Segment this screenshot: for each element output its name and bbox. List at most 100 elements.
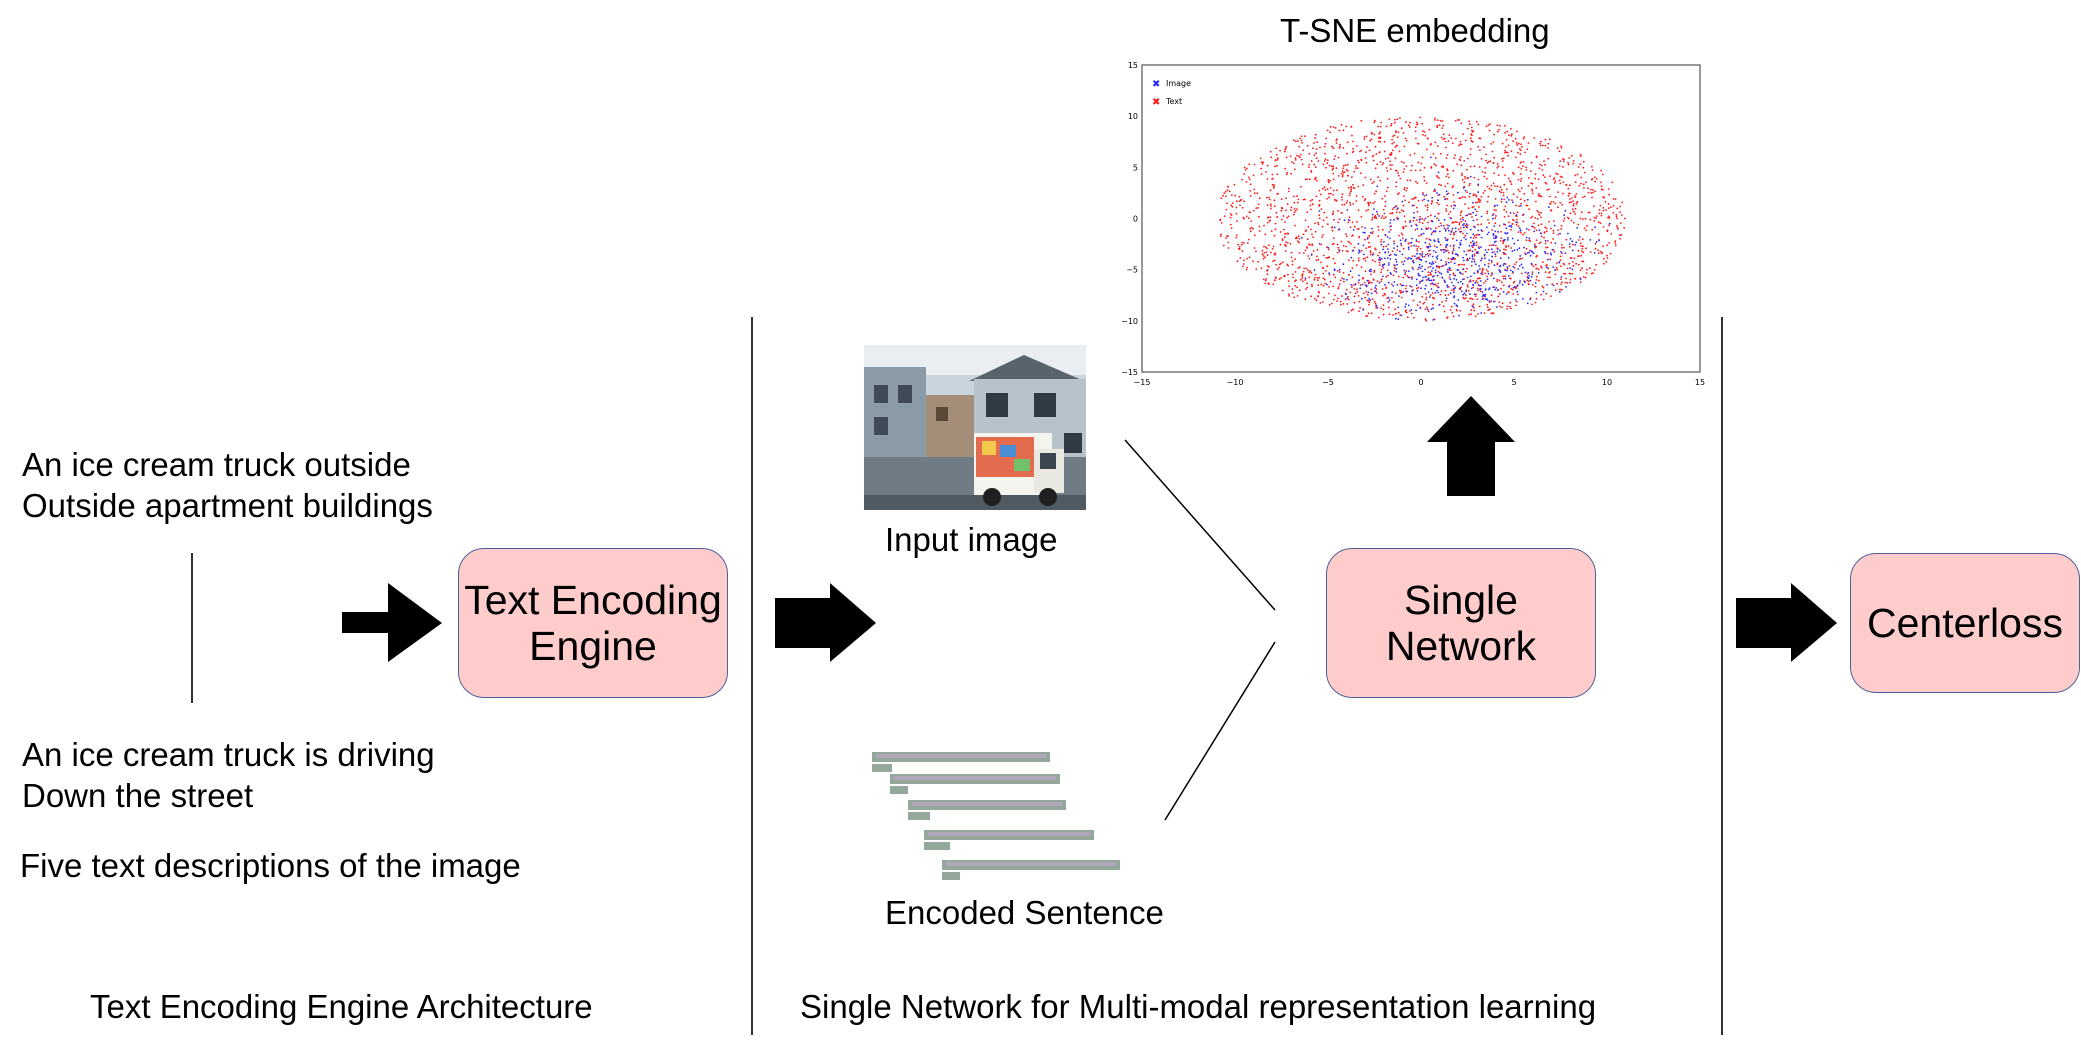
scatter-point xyxy=(1317,223,1320,226)
scatter-point xyxy=(1459,214,1462,217)
scatter-point xyxy=(1468,249,1471,252)
scatter-point xyxy=(1345,233,1347,236)
scatter-point xyxy=(1568,201,1571,204)
scatter-point xyxy=(1416,121,1418,124)
scatter-point xyxy=(1468,123,1471,126)
scatter-point xyxy=(1276,216,1279,218)
scatter-point xyxy=(1304,277,1307,280)
scatter-point xyxy=(1362,277,1365,279)
scatter-point xyxy=(1619,237,1621,240)
scatter-point xyxy=(1475,201,1477,204)
scatter-point xyxy=(1415,245,1418,247)
scatter-point xyxy=(1509,277,1511,280)
scatter-point xyxy=(1465,214,1467,217)
scatter-point xyxy=(1517,268,1520,270)
scatter-point xyxy=(1278,263,1281,266)
y-tick-label: 0 xyxy=(1133,215,1138,224)
scatter-point xyxy=(1496,262,1499,265)
scatter-point xyxy=(1317,221,1319,224)
scatter-point xyxy=(1569,198,1571,201)
scatter-point xyxy=(1368,270,1371,272)
scatter-point xyxy=(1449,309,1452,311)
scatter-point xyxy=(1456,305,1459,307)
scatter-point xyxy=(1425,279,1428,281)
scatter-point xyxy=(1477,198,1480,200)
scatter-point xyxy=(1403,186,1406,189)
scatter-point xyxy=(1549,295,1552,297)
scatter-point xyxy=(1445,245,1447,248)
scatter-point xyxy=(1376,185,1379,188)
scatter-point xyxy=(1496,289,1499,291)
scatter-point xyxy=(1506,266,1509,269)
scatter-point xyxy=(1504,232,1506,234)
scatter-point xyxy=(1470,241,1472,244)
scatter-point xyxy=(1433,297,1435,300)
scatter-point xyxy=(1413,244,1415,247)
scatter-point xyxy=(1475,244,1478,247)
scatter-point xyxy=(1480,272,1482,275)
scatter-point xyxy=(1392,274,1395,276)
scatter-point xyxy=(1318,214,1321,217)
scatter-point xyxy=(1247,238,1250,241)
scatter-point xyxy=(1432,267,1434,269)
scatter-point xyxy=(1531,303,1533,306)
scatter-point xyxy=(1500,198,1503,201)
scatter-point xyxy=(1534,263,1537,266)
scatter-point xyxy=(1432,275,1434,278)
scatter-point xyxy=(1473,260,1476,263)
text-encoding-engine-line-2: Engine xyxy=(529,623,657,669)
scatter-point xyxy=(1392,314,1394,316)
scatter-point xyxy=(1338,250,1341,252)
scatter-point xyxy=(1445,243,1448,246)
scatter-point xyxy=(1487,262,1490,265)
scatter-point xyxy=(1444,185,1447,188)
scatter-point xyxy=(1455,309,1458,311)
scatter-point xyxy=(1508,265,1511,267)
scatter-point xyxy=(1500,281,1503,284)
scatter-point xyxy=(1388,254,1391,257)
scatter-point xyxy=(1440,136,1443,139)
scatter-point xyxy=(1445,263,1447,266)
scatter-point xyxy=(1452,245,1455,247)
scatter-point xyxy=(1248,163,1251,166)
scatter-point xyxy=(1360,266,1363,269)
scatter-point xyxy=(1557,191,1559,194)
scatter-point xyxy=(1543,232,1546,234)
scatter-point xyxy=(1486,200,1489,203)
scatter-point xyxy=(1362,308,1365,311)
scatter-point xyxy=(1469,148,1472,150)
scatter-point xyxy=(1521,266,1524,269)
scatter-point xyxy=(1518,258,1521,261)
scatter-point xyxy=(1234,194,1237,197)
scatter-point xyxy=(1480,223,1483,226)
scatter-point xyxy=(1396,216,1398,219)
scatter-point xyxy=(1479,199,1482,202)
scatter-point xyxy=(1556,282,1558,285)
scatter-point xyxy=(1430,279,1433,282)
scatter-point xyxy=(1420,162,1423,165)
scatter-point xyxy=(1273,205,1276,208)
scatter-point xyxy=(1499,293,1501,295)
scatter-point xyxy=(1550,241,1553,244)
scatter-point xyxy=(1339,300,1342,303)
scatter-point xyxy=(1530,276,1533,278)
scatter-point xyxy=(1390,151,1393,154)
scatter-point xyxy=(1409,154,1412,156)
scatter-point xyxy=(1344,298,1347,301)
scatter-point xyxy=(1469,175,1472,178)
scatter-point xyxy=(1526,252,1529,254)
scatter-point xyxy=(1418,221,1421,224)
scatter-point xyxy=(1453,157,1456,160)
scatter-point xyxy=(1562,160,1565,163)
scatter-point xyxy=(1480,236,1483,239)
scatter-point xyxy=(1407,242,1410,245)
scatter-point xyxy=(1548,206,1550,209)
scatter-point xyxy=(1322,284,1325,287)
scatter-point xyxy=(1469,153,1472,156)
scatter-point xyxy=(1549,209,1552,212)
scatter-point xyxy=(1352,150,1355,153)
scatter-point xyxy=(1463,186,1465,189)
scatter-point xyxy=(1494,222,1497,225)
scatter-point xyxy=(1400,232,1403,235)
scatter-point xyxy=(1572,203,1575,205)
